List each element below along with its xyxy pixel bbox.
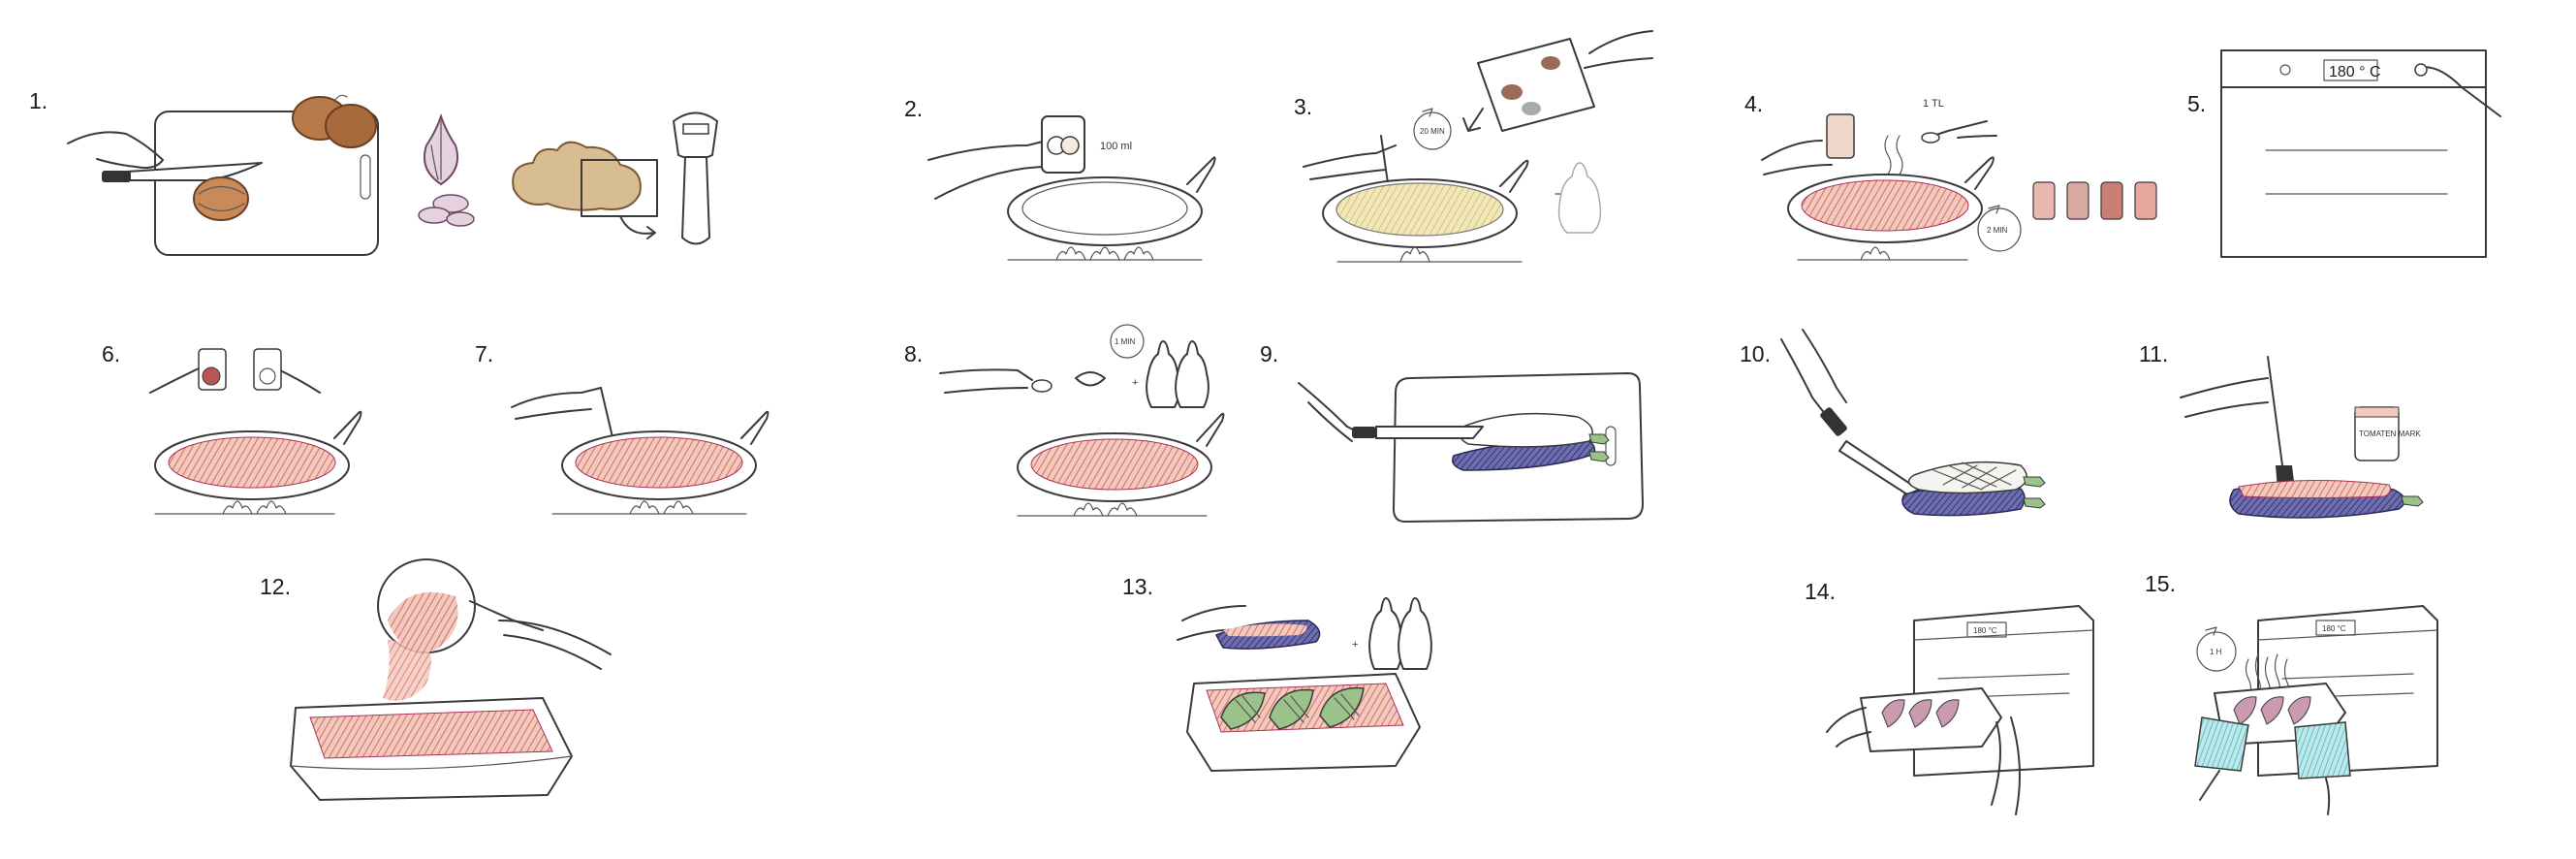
sauce-pan-icon bbox=[1017, 412, 1225, 517]
timer-label: 2 MIN bbox=[1987, 226, 2008, 235]
step-6: 6. bbox=[102, 341, 362, 515]
timer-label: 20 MIN bbox=[1420, 127, 1445, 136]
sauce-pan-icon bbox=[551, 410, 770, 515]
oven-display: 180 °C bbox=[1973, 626, 1997, 635]
salt-pepper-shakers-icon bbox=[1146, 340, 1209, 408]
spice-jars-icon bbox=[2032, 181, 2157, 220]
step-10: 10. bbox=[1740, 329, 2046, 517]
jar-label: TOMATEN MARK bbox=[2359, 430, 2421, 438]
step-number: 4. bbox=[1744, 91, 1763, 116]
oven-display: 180 °C bbox=[2322, 624, 2346, 633]
pouring-sauce bbox=[383, 640, 431, 701]
amount-label: 100 ml bbox=[1100, 141, 1132, 152]
step-5: 5. 180 ° C bbox=[2187, 49, 2501, 258]
hands-with-cans-icon bbox=[149, 348, 321, 394]
ginger-icon bbox=[512, 141, 658, 239]
oven-display: 180 ° C bbox=[2329, 64, 2381, 80]
step-number: 2. bbox=[904, 96, 923, 121]
step-number: 1. bbox=[29, 88, 47, 113]
eggplant-halves-icon bbox=[1452, 412, 1610, 471]
step-2: 2. 100 ml bbox=[904, 96, 1216, 261]
tasting-mouth-icon: 1 MIN + bbox=[1075, 324, 1145, 389]
timer-icon: 20 MIN bbox=[1413, 108, 1452, 150]
step-number: 14. bbox=[1805, 579, 1836, 604]
step-number: 11. bbox=[2139, 341, 2168, 366]
step-number: 9. bbox=[1260, 341, 1278, 366]
timer-icon: 2 MIN bbox=[1977, 205, 2022, 252]
step-1: 1. bbox=[29, 88, 718, 256]
step-number: 13. bbox=[1122, 574, 1153, 599]
step-3: 3. 20 MIN bbox=[1294, 30, 1653, 263]
peeler-icon bbox=[673, 111, 718, 245]
baking-dish-with-eggplants-icon bbox=[1186, 673, 1421, 772]
step-number: 12. bbox=[260, 574, 291, 599]
amount-label: 1 TL bbox=[1923, 98, 1944, 110]
hand-with-knife-icon bbox=[1298, 382, 1484, 442]
hand-with-knife-icon bbox=[67, 131, 263, 182]
sauce-pan-icon bbox=[154, 410, 362, 515]
step-7: 7. bbox=[475, 341, 770, 515]
salt-shaker-icon bbox=[1555, 162, 1602, 234]
step-9: 9. bbox=[1260, 341, 1644, 523]
garlic-icon bbox=[418, 112, 475, 227]
gas-flame-icon bbox=[1055, 246, 1154, 261]
onion-icon bbox=[193, 94, 377, 221]
frying-pan-icon bbox=[1007, 156, 1216, 261]
hands-with-dish-icon bbox=[1826, 687, 2021, 815]
hand-with-spoon-icon: 1 TL bbox=[1921, 98, 1997, 143]
sauce-pan-icon bbox=[1787, 156, 1995, 261]
tomato-paste-jar-icon: TOMATEN MARK bbox=[2354, 406, 2421, 461]
plus-sign: + bbox=[1352, 639, 1358, 651]
hand-with-spice-jar-icon bbox=[1761, 113, 1903, 175]
hand-with-knife-icon bbox=[1780, 329, 1920, 495]
step-12: 12. bbox=[260, 558, 612, 801]
hand-with-eggplant-icon bbox=[1177, 605, 1321, 650]
dish-with-mitts-icon bbox=[2194, 683, 2351, 815]
timer-label: 1 MIN bbox=[1115, 337, 1136, 346]
oily-pan-icon bbox=[1322, 159, 1529, 263]
step-11: 11. TOMATEN MARK bbox=[2139, 341, 2424, 519]
step-number: 10. bbox=[1740, 341, 1771, 366]
plus-sign: + bbox=[1132, 377, 1138, 389]
step-14: 14. 180 °C bbox=[1805, 579, 2094, 815]
cutting-board-with-spices-icon bbox=[1462, 30, 1653, 132]
eggplant-with-paste-icon bbox=[2229, 479, 2424, 519]
timer-label: 1 H bbox=[2210, 648, 2222, 656]
scored-eggplant-icon bbox=[1901, 461, 2046, 517]
step-15: 15. 180 °C 1 H bbox=[2145, 571, 2438, 815]
hand-with-spoon-icon bbox=[939, 368, 1052, 394]
timer-icon: 1 H bbox=[2196, 626, 2237, 672]
step-4: 4. 1 TL 2 MIN bbox=[1744, 91, 2157, 261]
step-number: 8. bbox=[904, 341, 923, 366]
oven-icon: 180 ° C bbox=[2220, 49, 2501, 258]
salt-pepper-shakers-icon bbox=[1368, 597, 1432, 670]
step-13: 13. + bbox=[1122, 574, 1432, 772]
steam-icon bbox=[2245, 653, 2291, 707]
hand-with-jar-icon: 100 ml bbox=[927, 115, 1132, 200]
step-number: 7. bbox=[475, 341, 493, 366]
step-8: 8. 1 MIN + bbox=[904, 324, 1225, 517]
step-number: 3. bbox=[1294, 94, 1312, 119]
step-number: 6. bbox=[102, 341, 120, 366]
hand-with-brush-icon bbox=[2180, 356, 2295, 490]
baking-dish-icon bbox=[290, 697, 573, 801]
step-number: 15. bbox=[2145, 571, 2176, 596]
pan-pouring-icon bbox=[377, 558, 612, 670]
step-number: 5. bbox=[2187, 91, 2206, 116]
